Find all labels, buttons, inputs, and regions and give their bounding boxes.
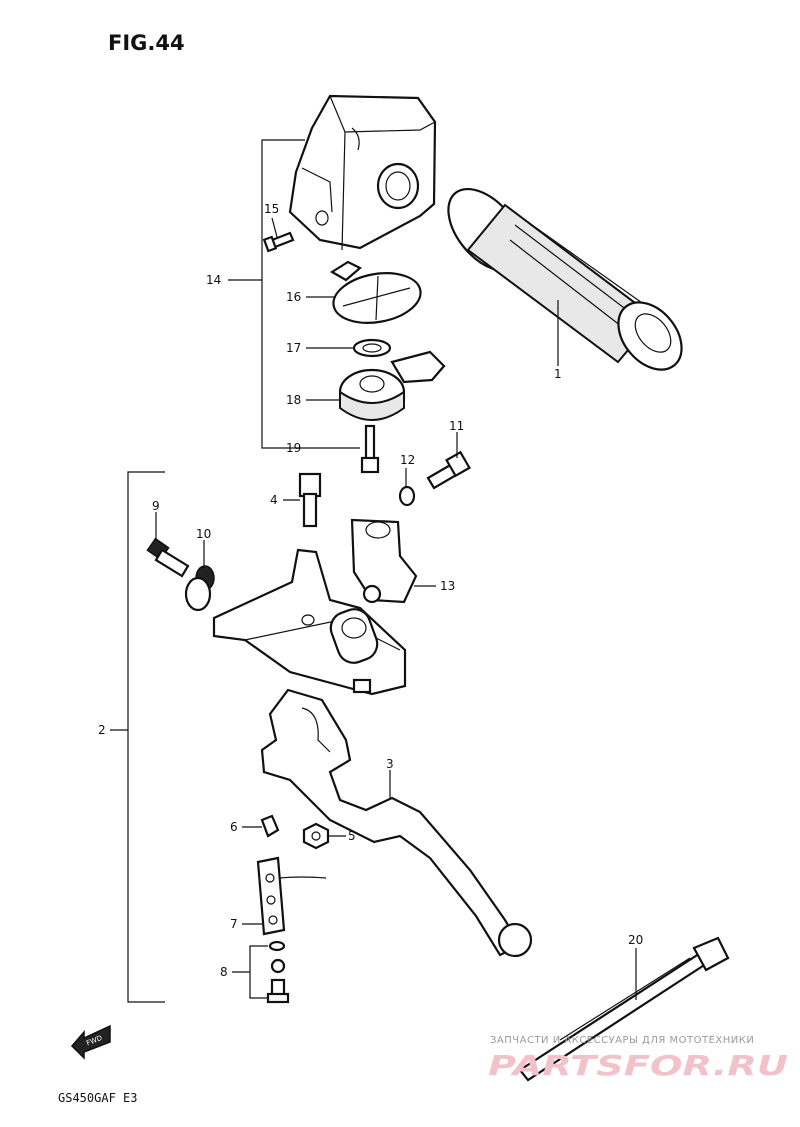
watermark-logo: PARTSFOR.RU <box>488 1049 788 1082</box>
callout-20: 20 <box>628 933 643 947</box>
callout-15: 15 <box>264 202 279 216</box>
callout-labels: 1 2 3 4 5 6 7 8 9 10 11 12 13 14 15 16 1… <box>98 202 643 979</box>
pivot-6 <box>260 814 280 838</box>
model-code: GS450GAF E3 <box>58 1091 137 1105</box>
washer-12 <box>398 485 416 507</box>
watermark-tagline: ЗАПЧАСТИ И АКСЕССУАРЫ ДЛЯ МОТОТЕХНИКИ <box>490 1035 754 1046</box>
lever-clamp-13 <box>350 518 418 604</box>
handlebar-grip <box>447 187 683 371</box>
screw-15 <box>262 231 295 253</box>
callout-9: 9 <box>152 499 160 513</box>
bolt-11 <box>426 450 471 490</box>
callout-17: 17 <box>286 341 301 355</box>
figure-title: FIG.44 <box>108 31 185 55</box>
callout-1: 1 <box>554 367 562 381</box>
switch-internals <box>329 260 446 421</box>
cable-holder-7 <box>256 856 327 936</box>
lever-bracket <box>212 548 407 696</box>
callout-3: 3 <box>386 757 394 771</box>
callout-8: 8 <box>220 965 228 979</box>
callout-10: 10 <box>196 527 211 541</box>
callout-18: 18 <box>286 393 301 407</box>
callout-6: 6 <box>230 820 238 834</box>
callout-5: 5 <box>348 829 356 843</box>
screw-set-8 <box>266 940 290 1004</box>
callout-11: 11 <box>449 419 464 433</box>
switch-housing <box>288 94 437 251</box>
callout-4: 4 <box>270 493 278 507</box>
callout-2: 2 <box>98 723 106 737</box>
callout-12: 12 <box>400 453 415 467</box>
nut-5 <box>302 822 330 850</box>
site-watermark: ЗАПЧАСТИ И АКСЕССУАРЫ ДЛЯ МОТОТЕХНИКИ PA… <box>488 1035 788 1082</box>
cable-strap-20 <box>518 936 730 1082</box>
callout-19: 19 <box>286 441 301 455</box>
hand-lever <box>260 688 533 958</box>
callout-7: 7 <box>230 917 238 931</box>
callout-13: 13 <box>440 579 455 593</box>
screw-19 <box>360 424 380 474</box>
leader-lines <box>110 139 637 1003</box>
bolt-4 <box>298 472 322 528</box>
callout-14: 14 <box>206 273 221 287</box>
forward-direction-arrow: FWD <box>70 1024 111 1060</box>
bolt-9 <box>146 537 190 578</box>
washer-10 <box>184 565 215 612</box>
callout-16: 16 <box>286 290 301 304</box>
